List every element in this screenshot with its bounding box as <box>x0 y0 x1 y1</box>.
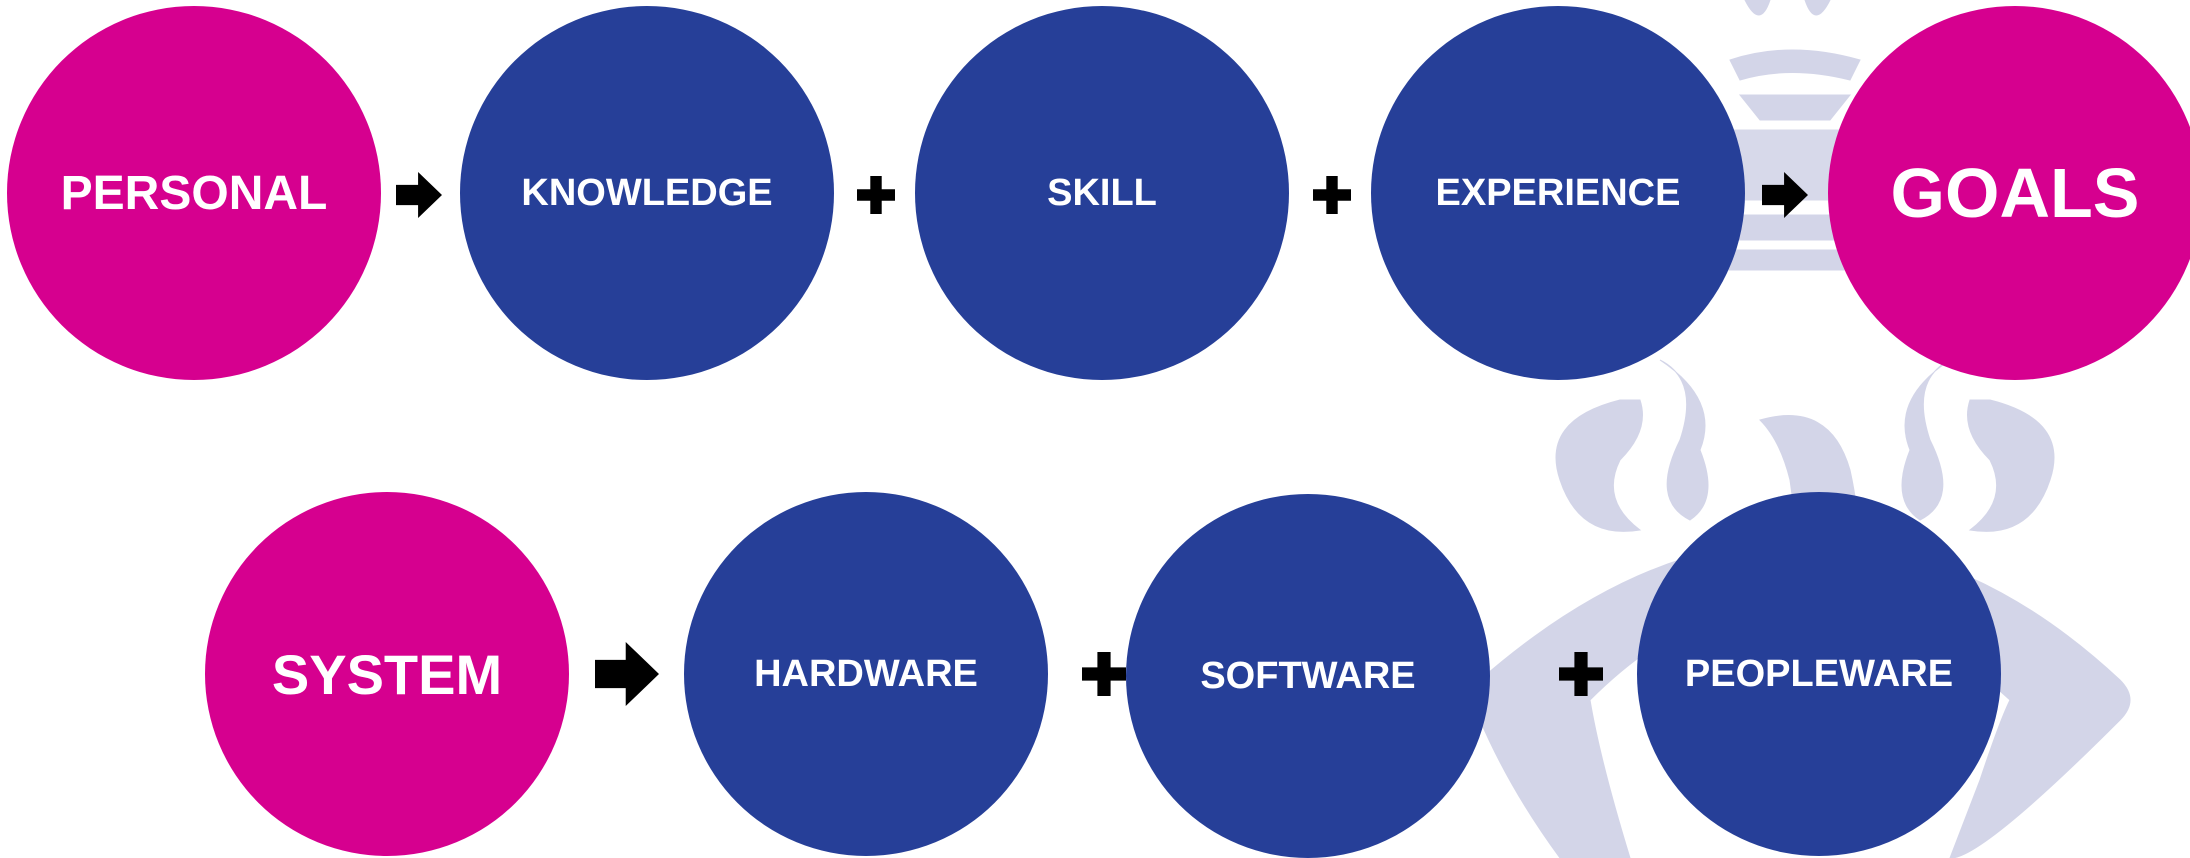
plus-icon <box>1313 176 1351 214</box>
plus-icon <box>857 176 895 214</box>
arrow-right-icon <box>595 642 659 706</box>
arrow-right-icon <box>1762 172 1808 218</box>
node-experience: EXPERIENCE <box>1371 6 1745 380</box>
node-label: HARDWARE <box>754 652 978 695</box>
node-label: GOALS <box>1890 154 2140 232</box>
arrow-right-icon <box>396 172 442 218</box>
node-goals: GOALS <box>1828 6 2190 380</box>
node-label: KNOWLEDGE <box>521 171 773 214</box>
node-hardware: HARDWARE <box>684 492 1048 856</box>
node-label: SOFTWARE <box>1200 654 1416 697</box>
node-label: SKILL <box>1047 171 1157 214</box>
plus-icon <box>1559 652 1603 696</box>
node-label: EXPERIENCE <box>1435 171 1681 214</box>
node-personal: PERSONAL <box>7 6 381 380</box>
node-knowledge: KNOWLEDGE <box>460 6 834 380</box>
node-software: SOFTWARE <box>1126 494 1490 858</box>
node-peopleware: PEOPLEWARE <box>1637 492 2001 856</box>
node-skill: SKILL <box>915 6 1289 380</box>
node-label: PEOPLEWARE <box>1684 652 1954 695</box>
plus-icon <box>1082 652 1126 696</box>
node-label: PERSONAL <box>60 166 328 220</box>
node-label: SYSTEM <box>271 642 503 706</box>
node-system: SYSTEM <box>205 492 569 856</box>
